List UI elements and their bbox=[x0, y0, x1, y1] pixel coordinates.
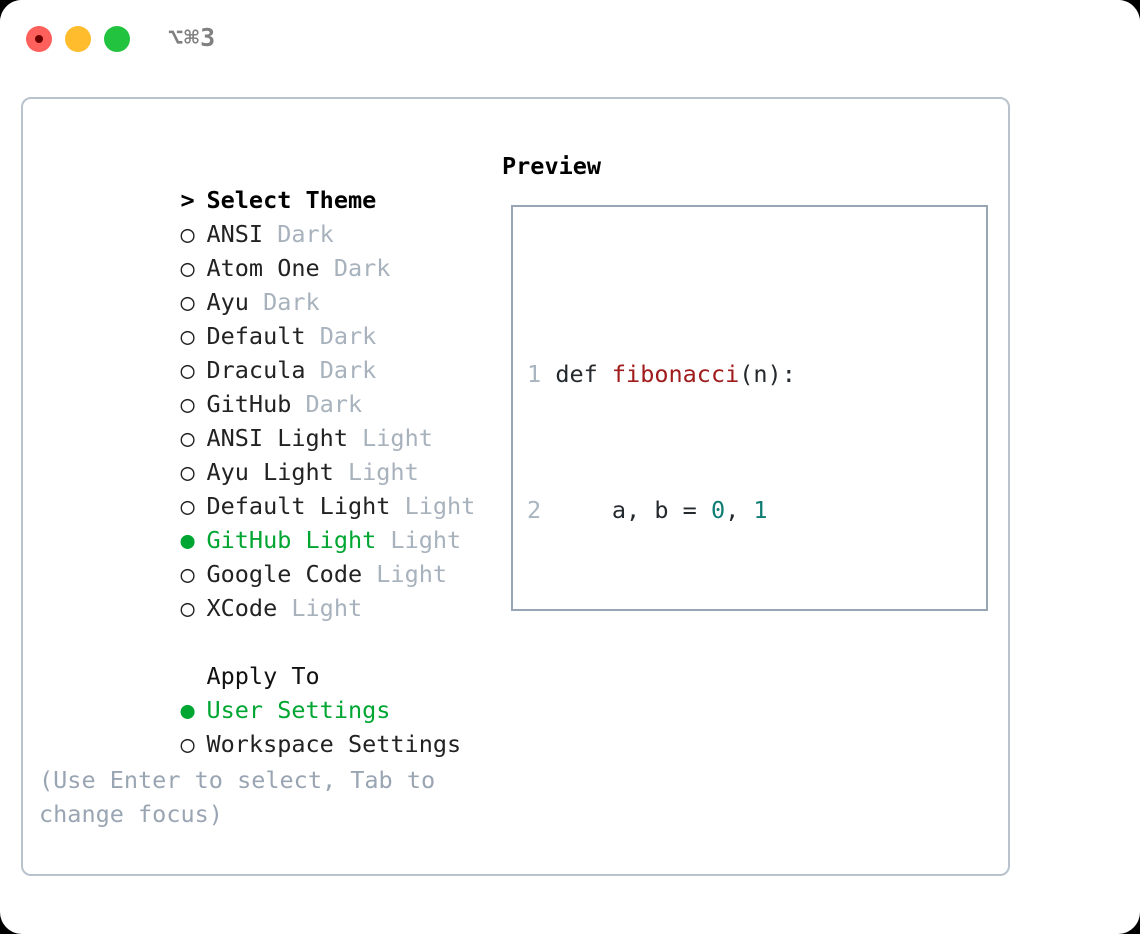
radio-unselected-icon: ○ bbox=[180, 220, 195, 248]
theme-tag: Dark bbox=[263, 288, 320, 316]
code-line: 2 a, b = 0, 1 bbox=[527, 493, 923, 527]
theme-list-item[interactable]: ○ ANSI Light Light bbox=[39, 387, 494, 452]
line-number: 1 bbox=[527, 360, 542, 388]
radio-unselected-icon: ○ bbox=[180, 458, 195, 486]
radio-unselected-icon: ○ bbox=[180, 288, 195, 316]
close-button-icon[interactable] bbox=[26, 26, 52, 52]
theme-name: XCode bbox=[206, 594, 278, 622]
radio-unselected-icon: ○ bbox=[180, 492, 195, 520]
keyboard-shortcut-label: ⌥⌘3 bbox=[168, 23, 217, 52]
theme-list-item[interactable]: ○ Ayu Light Light bbox=[39, 421, 494, 486]
theme-tag: Light bbox=[390, 526, 462, 554]
theme-list-item[interactable]: ○ GitHub Dark bbox=[39, 353, 494, 418]
theme-name: Ayu Light bbox=[206, 458, 334, 486]
theme-tag: Dark bbox=[333, 254, 391, 282]
theme-list-column: >Select Theme ○ANSI Dark ○Atom One Dark … bbox=[39, 149, 494, 758]
theme-picker-panel: >Select Theme ○ANSI Dark ○Atom One Dark … bbox=[21, 97, 1010, 876]
apply-to-option-user-settings[interactable]: ● User Settings bbox=[39, 659, 494, 724]
preview-column: Preview 1 def fibonacci(n): 2 a, b = 0, … bbox=[502, 149, 992, 611]
radio-unselected-icon: ○ bbox=[180, 254, 195, 282]
apply-to-option-workspace-settings[interactable]: ○ Workspace Settings bbox=[39, 693, 494, 758]
theme-name: GitHub bbox=[206, 390, 292, 418]
theme-list-item[interactable]: ○ Default Light Light bbox=[39, 455, 494, 520]
radio-selected-icon: ● bbox=[180, 526, 195, 554]
theme-list-header-label: Select Theme bbox=[206, 186, 377, 214]
theme-name: Dracula bbox=[206, 356, 306, 384]
theme-tag: Light bbox=[362, 424, 433, 452]
radio-selected-icon: ● bbox=[180, 696, 195, 724]
preview-box: 1 def fibonacci(n): 2 a, b = 0, 1 3 for … bbox=[511, 205, 988, 611]
theme-name: Default bbox=[206, 322, 306, 350]
code-token-function: fibonacci bbox=[611, 360, 740, 388]
keyboard-hint-text: (Use Enter to select, Tab to change focu… bbox=[39, 766, 436, 828]
preview-code: 1 def fibonacci(n): 2 a, b = 0, 1 3 for … bbox=[527, 255, 923, 609]
radio-unselected-icon: ○ bbox=[180, 424, 195, 452]
theme-tag: Light bbox=[404, 492, 476, 520]
theme-name: Default Light bbox=[206, 492, 391, 520]
radio-unselected-icon: ○ bbox=[180, 594, 195, 622]
theme-list-item[interactable]: ○ XCode Light bbox=[39, 557, 494, 622]
theme-name: GitHub Light bbox=[206, 526, 377, 554]
radio-unselected-icon: ○ bbox=[180, 560, 195, 588]
apply-to-title: .Apply To bbox=[39, 625, 494, 690]
theme-list-item[interactable]: ○ Ayu Dark bbox=[39, 251, 494, 316]
traffic-lights bbox=[26, 26, 130, 52]
theme-tag: Dark bbox=[319, 356, 377, 384]
code-token: (n): bbox=[739, 360, 796, 388]
theme-list-item-selected[interactable]: ● GitHub Light Light bbox=[39, 489, 494, 554]
theme-list-header: > Select Theme bbox=[39, 149, 494, 214]
line-number: 2 bbox=[527, 496, 542, 524]
theme-name: ANSI Light bbox=[206, 424, 348, 452]
theme-name: Google Code bbox=[206, 560, 363, 588]
theme-name: Ayu bbox=[206, 288, 249, 316]
theme-name: ANSI bbox=[206, 220, 264, 248]
theme-list-item[interactable]: ○ Atom One Dark bbox=[39, 217, 494, 282]
code-line: 1 def fibonacci(n): bbox=[527, 357, 923, 391]
minimize-button-icon[interactable] bbox=[65, 26, 91, 52]
theme-list-item[interactable]: ○ Google Code Light bbox=[39, 523, 494, 588]
radio-unselected-icon: ○ bbox=[180, 390, 195, 418]
theme-tag: Dark bbox=[277, 220, 334, 248]
preview-title: Preview bbox=[502, 152, 602, 180]
theme-tag: Light bbox=[291, 594, 363, 622]
theme-list-item[interactable]: ○ ANSI Dark bbox=[39, 183, 494, 248]
radio-unselected-icon: ○ bbox=[180, 322, 195, 350]
title-bar: ⌥⌘3 bbox=[0, 0, 1140, 78]
apply-to-option-label: User Settings bbox=[206, 696, 391, 724]
theme-list-item[interactable]: ○ Dracula Dark bbox=[39, 319, 494, 384]
code-token: def bbox=[555, 360, 612, 388]
code-token: , bbox=[725, 496, 754, 524]
theme-tag: Light bbox=[376, 560, 448, 588]
maximize-button-icon[interactable] bbox=[104, 26, 130, 52]
prompt-caret-icon: > bbox=[180, 186, 195, 214]
code-token-number: 0 bbox=[710, 496, 726, 524]
code-token-number: 1 bbox=[753, 496, 768, 524]
apply-to-option-label: Workspace Settings bbox=[206, 730, 462, 758]
theme-tag: Dark bbox=[319, 322, 377, 350]
apply-to-title-label: Apply To bbox=[206, 662, 320, 690]
code-token: a, b = bbox=[555, 496, 711, 524]
theme-tag: Dark bbox=[305, 390, 363, 418]
theme-name: Atom One bbox=[206, 254, 320, 282]
theme-tag: Light bbox=[347, 458, 419, 486]
radio-unselected-icon: ○ bbox=[180, 356, 195, 384]
theme-list-item[interactable]: ○ Default Dark bbox=[39, 285, 494, 350]
radio-unselected-icon: ○ bbox=[180, 730, 195, 758]
